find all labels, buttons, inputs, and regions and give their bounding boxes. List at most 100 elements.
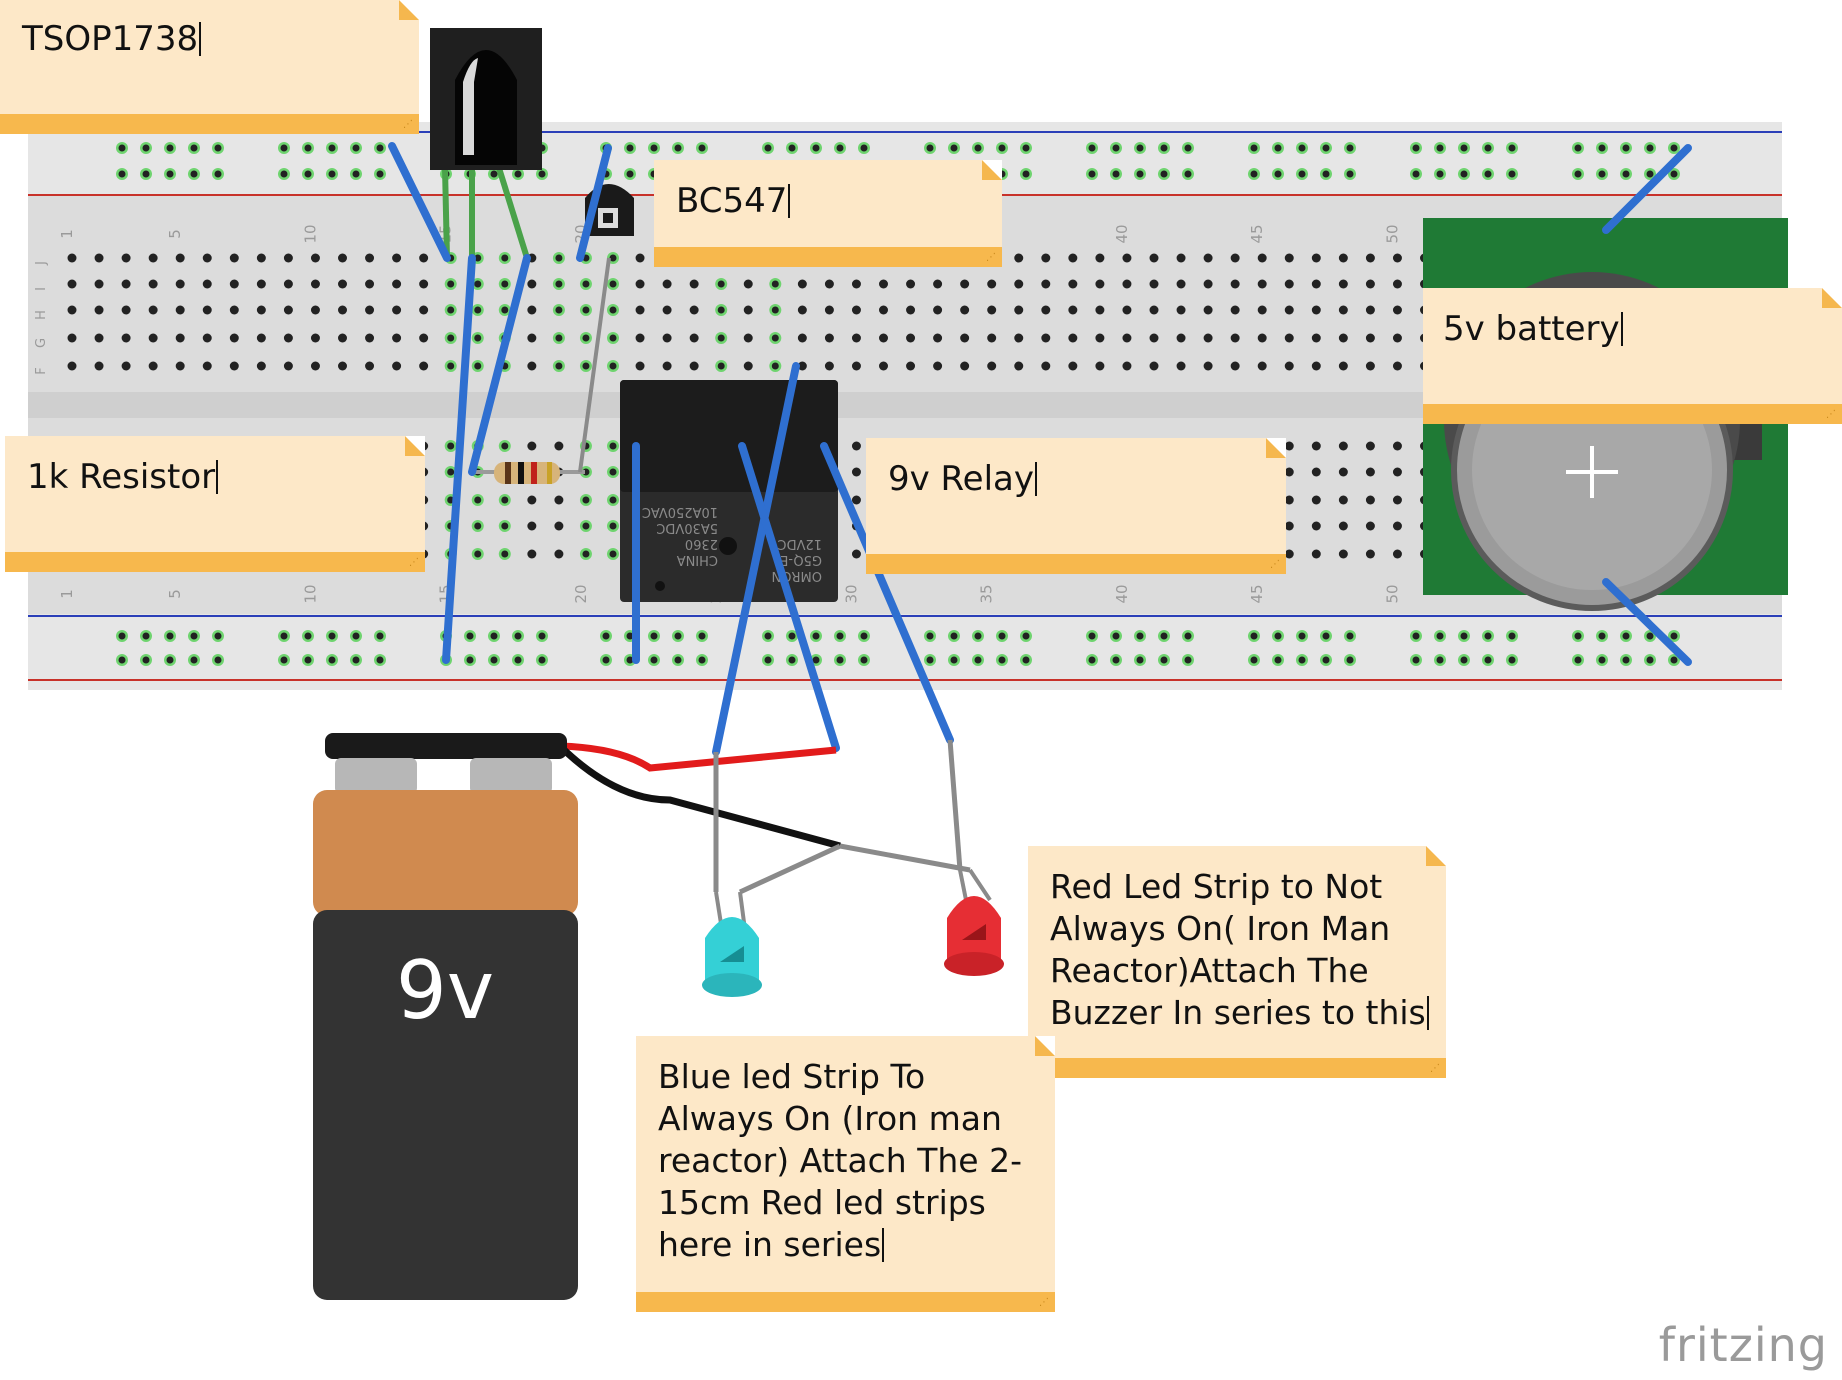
breadboard-hole[interactable]	[1122, 279, 1132, 289]
breadboard-hole[interactable]	[283, 305, 293, 315]
breadboard-hole[interactable]	[1068, 253, 1078, 263]
breadboard-hole[interactable]	[797, 305, 807, 315]
note-tsop1738[interactable]: TSOP1738 ⋰	[0, 0, 419, 134]
breadboard-hole[interactable]	[1284, 333, 1294, 343]
breadboard-hole[interactable]	[960, 333, 970, 343]
breadboard-hole[interactable]	[310, 305, 320, 315]
note-5v-battery[interactable]: 5v battery ⋰	[1423, 288, 1842, 424]
breadboard-hole[interactable]	[879, 305, 888, 315]
breadboard-hole[interactable]	[824, 279, 834, 289]
breadboard-hole[interactable]	[1014, 253, 1024, 263]
breadboard-hole[interactable]	[1284, 279, 1294, 289]
breadboard-hole[interactable]	[1095, 253, 1105, 263]
breadboard-hole[interactable]	[906, 361, 916, 371]
breadboard-hole[interactable]	[1338, 467, 1348, 477]
breadboard-hole[interactable]	[1068, 305, 1078, 315]
breadboard-hole[interactable]	[148, 361, 158, 371]
breadboard-hole[interactable]	[202, 333, 212, 343]
breadboard-hole[interactable]	[879, 279, 888, 289]
breadboard-hole[interactable]	[851, 441, 861, 451]
breadboard-hole[interactable]	[662, 305, 672, 315]
breadboard-hole[interactable]	[256, 333, 266, 343]
breadboard-hole[interactable]	[1311, 441, 1321, 451]
breadboard-hole[interactable]	[1041, 279, 1051, 289]
breadboard-hole[interactable]	[1311, 253, 1321, 263]
breadboard-hole[interactable]	[283, 361, 293, 371]
breadboard-hole[interactable]	[94, 305, 104, 315]
breadboard-hole[interactable]	[743, 279, 753, 289]
breadboard-hole[interactable]	[419, 305, 429, 315]
breadboard-hole[interactable]	[365, 361, 375, 371]
breadboard-hole[interactable]	[1257, 305, 1267, 315]
breadboard-hole[interactable]	[662, 333, 672, 343]
breadboard-hole[interactable]	[365, 279, 375, 289]
breadboard-hole[interactable]	[392, 333, 402, 343]
breadboard-hole[interactable]	[419, 361, 429, 371]
breadboard-hole[interactable]	[1365, 333, 1375, 343]
breadboard-hole[interactable]	[338, 305, 347, 315]
breadboard-hole[interactable]	[1176, 361, 1186, 371]
breadboard-hole[interactable]	[1257, 253, 1267, 263]
breadboard-hole[interactable]	[1176, 333, 1186, 343]
breadboard-hole[interactable]	[121, 305, 131, 315]
note-5v-battery-text[interactable]: 5v battery	[1443, 308, 1828, 350]
breadboard-hole[interactable]	[338, 279, 347, 289]
breadboard-hole[interactable]	[1068, 279, 1078, 289]
breadboard-hole[interactable]	[1284, 361, 1294, 371]
note-1k-resistor-text[interactable]: 1k Resistor	[27, 456, 411, 498]
breadboard-hole[interactable]	[1149, 361, 1159, 371]
breadboard-hole[interactable]	[1095, 279, 1105, 289]
breadboard-hole[interactable]	[1122, 333, 1132, 343]
breadboard-hole[interactable]	[933, 305, 943, 315]
breadboard-hole[interactable]	[527, 361, 537, 371]
breadboard-hole[interactable]	[987, 279, 997, 289]
breadboard-hole[interactable]	[879, 333, 888, 343]
breadboard-hole[interactable]	[1095, 333, 1105, 343]
breadboard-hole[interactable]	[256, 279, 266, 289]
breadboard-hole[interactable]	[1392, 549, 1402, 559]
breadboard-hole[interactable]	[1365, 305, 1375, 315]
breadboard-hole[interactable]	[121, 279, 131, 289]
breadboard-hole[interactable]	[1365, 441, 1375, 451]
breadboard-hole[interactable]	[1203, 279, 1213, 289]
breadboard-hole[interactable]	[1365, 467, 1375, 477]
breadboard-hole[interactable]	[1257, 333, 1267, 343]
breadboard-hole[interactable]	[1284, 305, 1294, 315]
breadboard-hole[interactable]	[1338, 305, 1348, 315]
breadboard-hole[interactable]	[229, 279, 239, 289]
breadboard-hole[interactable]	[1392, 361, 1402, 371]
breadboard-hole[interactable]	[689, 279, 699, 289]
breadboard-hole[interactable]	[94, 333, 104, 343]
breadboard-hole[interactable]	[1338, 279, 1348, 289]
breadboard-hole[interactable]	[1095, 305, 1105, 315]
breadboard-hole[interactable]	[1203, 361, 1213, 371]
breadboard-hole[interactable]	[1311, 495, 1321, 505]
breadboard-hole[interactable]	[797, 333, 807, 343]
breadboard-hole[interactable]	[554, 441, 564, 451]
breadboard-hole[interactable]	[662, 279, 672, 289]
breadboard-hole[interactable]	[527, 333, 537, 343]
breadboard-hole[interactable]	[1149, 253, 1159, 263]
breadboard-hole[interactable]	[1338, 333, 1348, 343]
breadboard-hole[interactable]	[662, 361, 672, 371]
breadboard-hole[interactable]	[527, 549, 537, 559]
breadboard-hole[interactable]	[148, 253, 158, 263]
breadboard-hole[interactable]	[635, 279, 645, 289]
breadboard-hole[interactable]	[1284, 549, 1294, 559]
breadboard-hole[interactable]	[906, 305, 916, 315]
breadboard-hole[interactable]	[689, 305, 699, 315]
breadboard-hole[interactable]	[1338, 441, 1348, 451]
breadboard-hole[interactable]	[960, 361, 970, 371]
breadboard-hole[interactable]	[1149, 305, 1159, 315]
breadboard-hole[interactable]	[67, 361, 77, 371]
breadboard-hole[interactable]	[635, 253, 645, 263]
breadboard-hole[interactable]	[824, 305, 834, 315]
breadboard-hole[interactable]	[851, 467, 861, 477]
breadboard-hole[interactable]	[175, 361, 185, 371]
breadboard-hole[interactable]	[635, 305, 645, 315]
breadboard-hole[interactable]	[1338, 253, 1348, 263]
breadboard-hole[interactable]	[1338, 495, 1348, 505]
breadboard-hole[interactable]	[1365, 279, 1375, 289]
breadboard-hole[interactable]	[554, 521, 564, 531]
breadboard-hole[interactable]	[229, 305, 239, 315]
